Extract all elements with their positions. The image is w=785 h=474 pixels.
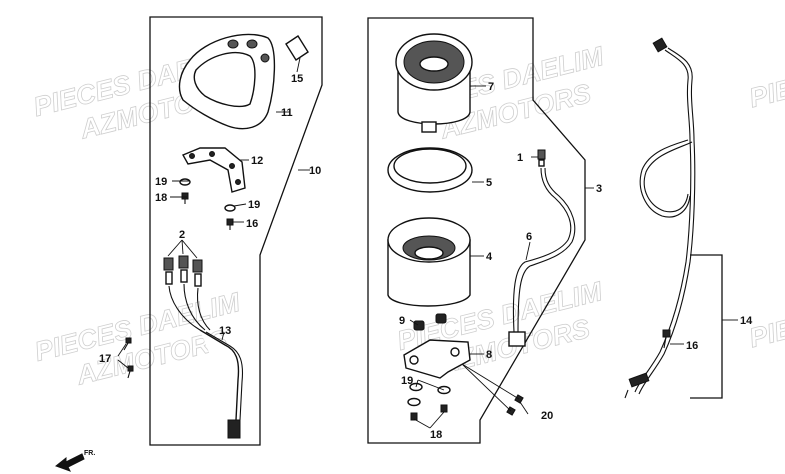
part-19-washer xyxy=(224,204,236,212)
callout-9: 9 xyxy=(399,315,405,327)
part-18-screw xyxy=(181,192,189,204)
part-6-cable xyxy=(508,167,576,347)
callout-10: 10 xyxy=(309,165,321,177)
group-frame-right xyxy=(690,254,723,399)
part-7-speedometer xyxy=(395,33,473,133)
front-direction-marker: FR. xyxy=(54,450,95,472)
callout-4: 4 xyxy=(486,251,493,263)
callout-19: 19 xyxy=(401,375,413,387)
callout-3: 3 xyxy=(596,183,602,195)
callout-14: 14 xyxy=(740,315,753,327)
part-14-speedo-cable xyxy=(624,37,696,399)
callout-11: 11 xyxy=(281,107,293,119)
watermark-text: PIECES DAELIM xyxy=(746,33,785,113)
callout-19: 19 xyxy=(248,199,260,211)
part-18-screw xyxy=(226,218,234,230)
group-frame-center xyxy=(367,17,586,444)
callout-15: 15 xyxy=(291,73,303,85)
callout-5: 5 xyxy=(486,177,492,189)
part-20-screw xyxy=(506,394,524,416)
leader-lines xyxy=(117,57,738,429)
callout-16: 16 xyxy=(246,218,258,230)
front-label: FR. xyxy=(84,450,95,457)
callout-6: 6 xyxy=(526,231,532,243)
part-5-ring xyxy=(387,147,473,193)
part-18-screw xyxy=(410,404,448,421)
part-15-label xyxy=(285,35,309,61)
part-2-bulbs xyxy=(163,255,203,287)
callout-19: 19 xyxy=(155,176,167,188)
callout-18: 18 xyxy=(430,429,442,441)
part-19-washer xyxy=(179,178,191,186)
callout-13: 13 xyxy=(219,325,231,337)
callout-16: 16 xyxy=(686,340,698,352)
part-19-washer xyxy=(407,397,421,407)
part-17-screw xyxy=(123,337,134,379)
part-1-bulb xyxy=(537,149,546,167)
callout-17: 17 xyxy=(99,353,111,365)
callout-12: 12 xyxy=(251,155,263,167)
part-11-cover xyxy=(178,33,276,130)
callout-18: 18 xyxy=(155,192,167,204)
part-4-case xyxy=(387,217,471,307)
part-8-bracket xyxy=(403,339,471,379)
callout-labels: 15 11 12 10 19 18 19 16 2 13 17 7 1 5 3 … xyxy=(99,73,753,441)
callout-20: 20 xyxy=(541,410,553,422)
front-arrow-icon xyxy=(54,453,85,472)
part-9-grommet xyxy=(413,313,447,331)
callout-2: 2 xyxy=(179,229,185,241)
callout-1: 1 xyxy=(517,152,523,164)
group-frame-left xyxy=(149,16,323,446)
part-13-harness xyxy=(168,283,244,439)
callout-7: 7 xyxy=(488,81,494,93)
part-16-screw xyxy=(662,329,671,349)
callout-8: 8 xyxy=(486,349,492,361)
watermark-text: PIECES DAELIM xyxy=(746,273,785,353)
part-12-bracket xyxy=(182,147,246,193)
